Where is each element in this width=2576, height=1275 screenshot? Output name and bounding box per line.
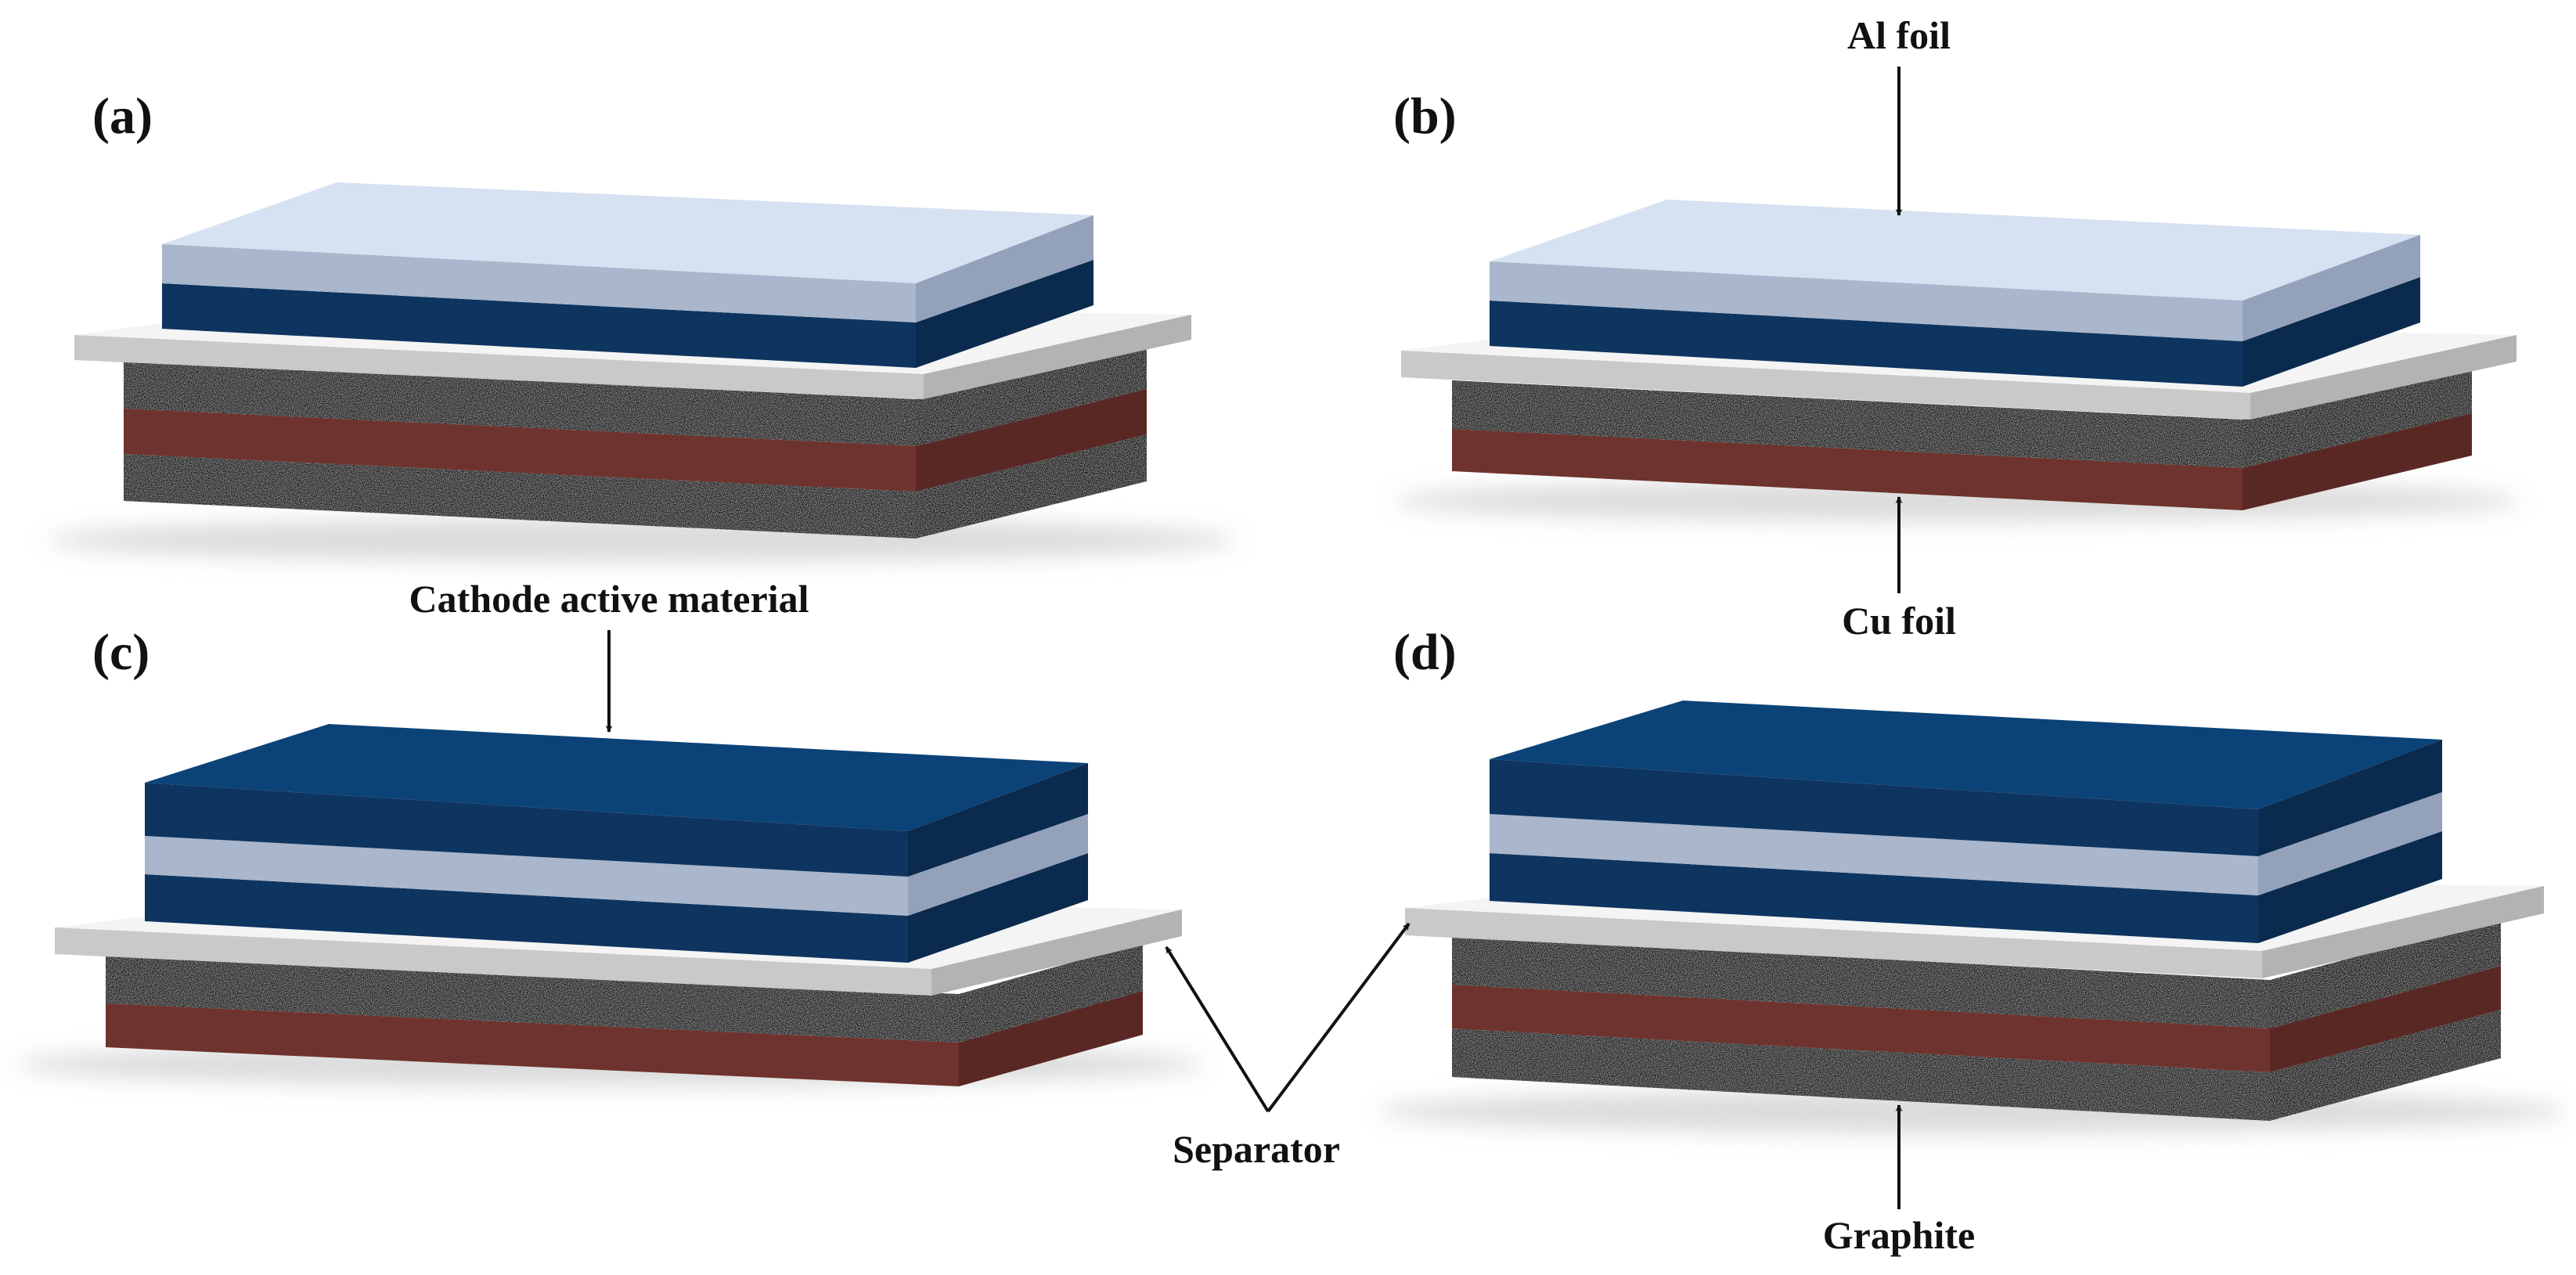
panel-d-label: (d) xyxy=(1393,624,1457,681)
panel-b-cathode-side xyxy=(2243,277,2420,387)
panel-b-cu-foil-front xyxy=(1452,429,2243,510)
panel-d-cathode-upper-side xyxy=(2258,740,2442,856)
panel-a-al-foil-front xyxy=(162,244,916,322)
panel-b: (b) xyxy=(1393,88,2520,521)
panel-c-graphite-side xyxy=(959,942,1143,1043)
callout-cu-foil: Cu foil xyxy=(1842,496,1956,643)
panel-d-separator-side xyxy=(2262,886,2544,978)
panel-a-graphite-top-front xyxy=(124,362,916,446)
panel-d: (d) xyxy=(1378,624,2567,1133)
panel-c-cathode-lower-front xyxy=(145,874,908,963)
panel-a-graphite-bottom-side xyxy=(916,434,1147,538)
panel-b-al-foil-front xyxy=(1490,261,2243,341)
panel-c: (c) xyxy=(16,624,1205,1086)
panel-c-cathode-upper-top xyxy=(145,724,1088,831)
panel-a-separator-side xyxy=(924,315,1191,399)
panel-a-al-foil-side xyxy=(916,215,1093,322)
panel-a-graphite-top-side xyxy=(916,342,1147,446)
panel-c-cathode-upper-side xyxy=(908,763,1088,877)
panel-c-graphite-front xyxy=(106,955,959,1043)
panel-b-graphite-front xyxy=(1452,380,2243,468)
panel-b-separator-side xyxy=(2250,335,2517,420)
panel-d-al-foil-front xyxy=(1490,814,2258,895)
panel-a-separator-front xyxy=(74,335,924,399)
panel-a-cu-foil-front xyxy=(124,409,916,492)
panel-a-cathode-front xyxy=(162,283,916,368)
callout-graphite: Graphite xyxy=(1823,1104,1975,1257)
panel-c-al-foil-side xyxy=(908,814,1088,916)
panel-d-cathode-lower-front xyxy=(1490,853,2258,943)
panel-d-cathode-upper-front xyxy=(1490,759,2258,856)
panel-d-cathode-lower-side xyxy=(2258,831,2442,943)
callout-cathode: Cathode active material xyxy=(409,577,809,733)
panel-b-separator-front xyxy=(1401,351,2250,420)
panel-d-graphite-top-side xyxy=(2270,917,2501,1028)
panel-d-cu-foil-front xyxy=(1452,985,2270,1072)
panel-d-al-foil-side xyxy=(2258,792,2442,895)
cu-foil-label: Cu foil xyxy=(1842,599,1956,643)
panel-c-cathode-upper-front xyxy=(145,783,908,877)
al-foil-label: Al foil xyxy=(1847,13,1951,57)
panel-a-al-foil-top xyxy=(162,182,1093,283)
panel-d-separator-front xyxy=(1405,908,2262,978)
panel-c-cu-foil-front xyxy=(106,1003,959,1086)
graphite-label: Graphite xyxy=(1823,1213,1975,1257)
panel-c-cathode-lower-side xyxy=(908,853,1088,963)
panel-a: (a) xyxy=(47,88,1237,562)
panel-b-al-foil-side xyxy=(2243,235,2420,341)
panel-c-cu-foil-side xyxy=(959,991,1143,1086)
panel-c-separator-front xyxy=(55,927,931,996)
panel-b-cu-foil-side xyxy=(2243,413,2472,510)
panel-b-graphite-side xyxy=(2243,365,2472,468)
panel-c-al-foil-front xyxy=(145,836,908,916)
panel-d-graphite-bottom-side xyxy=(2270,1010,2501,1121)
panel-a-cathode-side xyxy=(916,260,1093,368)
panel-a-label: (a) xyxy=(92,88,153,145)
callout-separator: Separator xyxy=(1165,922,1410,1171)
separator-label: Separator xyxy=(1173,1127,1340,1171)
panel-d-graphite-bottom-front xyxy=(1452,1028,2270,1121)
panel-b-label: (b) xyxy=(1393,88,1457,145)
cathode-label: Cathode active material xyxy=(409,577,809,621)
panel-c-separator-side xyxy=(931,909,1182,996)
panel-a-cu-foil-side xyxy=(916,389,1147,492)
separator-arrow-right xyxy=(1266,922,1410,1113)
panel-d-cu-foil-side xyxy=(2270,966,2501,1072)
panel-b-cathode-front xyxy=(1490,301,2243,387)
panel-b-al-foil-top xyxy=(1490,200,2420,301)
panel-d-cathode-upper-top xyxy=(1490,701,2442,809)
panel-c-label: (c) xyxy=(92,624,150,681)
separator-arrow-left xyxy=(1165,945,1270,1113)
callout-al-foil: Al foil xyxy=(1847,13,1951,216)
panel-d-graphite-top-front xyxy=(1452,936,2270,1028)
panel-a-graphite-bottom-front xyxy=(124,454,916,538)
